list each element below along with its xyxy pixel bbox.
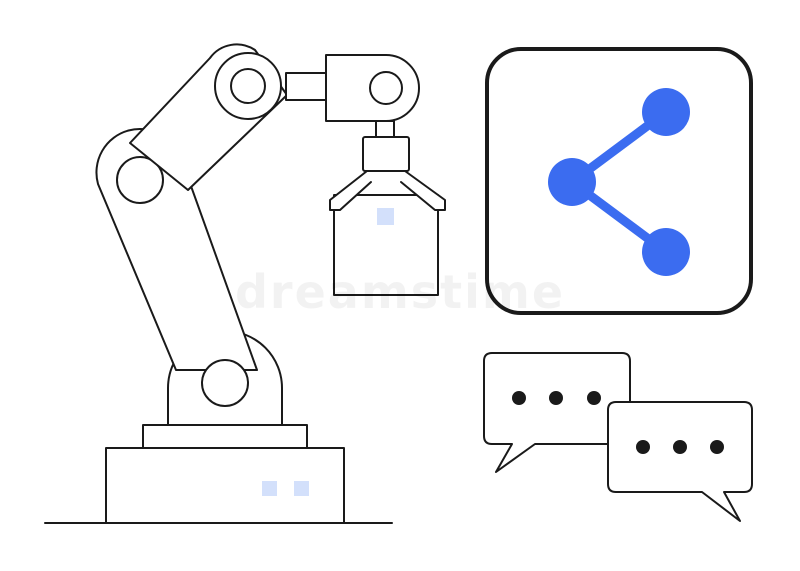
share-icon	[485, 47, 753, 315]
shoulder-joint	[230, 68, 266, 104]
chat-bubble-right	[607, 401, 753, 522]
base-indicator-light	[294, 481, 309, 496]
share-node-left	[548, 158, 596, 206]
share-icon-frame	[485, 47, 753, 315]
wrist-joint	[369, 71, 403, 105]
chat-bubble-left	[483, 352, 631, 473]
base-indicator-light	[262, 481, 277, 496]
gripper-claw-left	[329, 170, 372, 211]
chat-bubbles-icon	[483, 352, 753, 522]
typing-dot	[673, 440, 687, 454]
typing-dot	[636, 440, 650, 454]
share-node-bottom	[642, 228, 690, 276]
typing-dot	[587, 391, 601, 405]
gripper-claw-right	[400, 170, 446, 211]
elbow-joint	[116, 156, 164, 204]
typing-dot	[549, 391, 563, 405]
package-tape	[377, 208, 394, 225]
base-joint	[201, 359, 249, 407]
arm-connector	[285, 72, 327, 101]
gripper-body	[362, 136, 410, 172]
share-node-top	[642, 88, 690, 136]
robot-arm-icon	[44, 43, 446, 524]
gripper-stem	[375, 120, 395, 138]
robot-plinth	[142, 424, 308, 449]
typing-dot	[710, 440, 724, 454]
typing-dot	[512, 391, 526, 405]
